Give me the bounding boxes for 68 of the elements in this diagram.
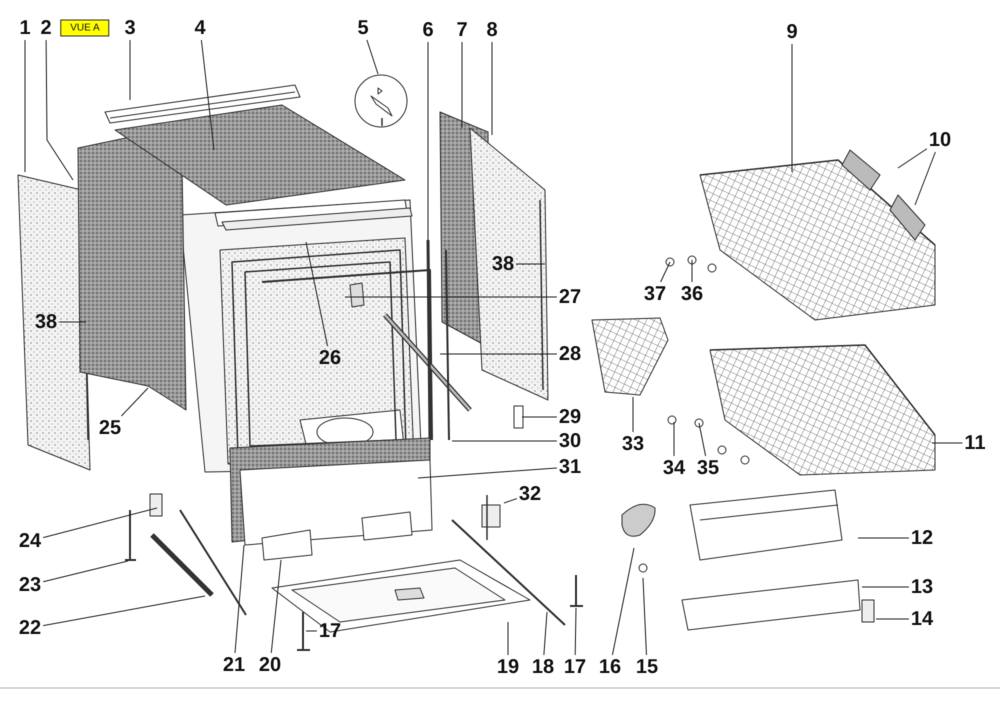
callout-number: 20: [258, 655, 282, 675]
leader-line: [876, 618, 910, 620]
leader-line: [24, 40, 26, 172]
callout-number: 2: [40, 18, 52, 38]
callout-number: 13: [910, 577, 934, 597]
callout-number: 18: [532, 657, 554, 677]
leader-line: [200, 40, 214, 150]
leader-line: [932, 442, 963, 444]
callout-number: 9: [786, 22, 798, 42]
callout-number: 29: [558, 407, 582, 427]
callout-number: 30: [558, 431, 582, 451]
leader-line: [574, 608, 576, 656]
leader-line: [632, 396, 634, 432]
leader-line: [42, 508, 158, 538]
callout-number: 15: [636, 657, 658, 677]
leader-line: [543, 612, 548, 656]
callout-number: 38: [492, 254, 514, 274]
leader-line: [660, 262, 670, 282]
leader-line: [42, 596, 206, 626]
leader-line: [344, 296, 558, 298]
callout-number: 38: [34, 312, 58, 332]
leader-line: [612, 548, 634, 656]
callout-number: 33: [622, 434, 644, 454]
callout-number: 8: [486, 20, 498, 40]
callout-number: 4: [194, 18, 206, 38]
callout-number: 21: [222, 655, 246, 675]
leader-line: [642, 578, 647, 656]
callout-number: 35: [696, 458, 720, 478]
callout-number: 31: [558, 457, 582, 477]
callout-number: 36: [680, 284, 704, 304]
callout-number: 3: [124, 18, 136, 38]
callout-number: 7: [456, 20, 468, 40]
callout-number: 1: [19, 18, 31, 38]
callout-number: 16: [598, 657, 622, 677]
callout-number: 6: [422, 20, 434, 40]
leader-line: [270, 560, 282, 654]
leader-line: [306, 630, 318, 632]
callout-number: 32: [518, 484, 542, 504]
callout-number: 14: [910, 609, 934, 629]
leader-line: [46, 40, 74, 180]
leader-line: [914, 152, 936, 206]
leader-line: [504, 498, 518, 504]
leader-line: [862, 586, 910, 588]
callout-number: 10: [928, 130, 952, 150]
leader-line: [522, 416, 558, 418]
callout-number: 19: [496, 657, 520, 677]
view-tag: VUE A: [60, 20, 110, 36]
callout-number: 11: [964, 433, 986, 453]
callout-number: 25: [98, 418, 122, 438]
callout-number: 23: [18, 575, 42, 595]
callout-number: 34: [662, 458, 686, 478]
leader-line: [366, 40, 378, 74]
leader-line: [698, 422, 706, 456]
callout-number: 28: [558, 344, 582, 364]
leader-line: [120, 388, 148, 416]
leader-line: [234, 544, 244, 654]
callout-number: 24: [18, 531, 42, 551]
callout-number: 12: [910, 528, 934, 548]
callout-number: 17: [564, 657, 586, 677]
leader-line: [452, 440, 558, 442]
callout-number: 22: [18, 618, 42, 638]
leader-line: [42, 560, 128, 582]
leader-line: [418, 467, 558, 478]
callout-number: 37: [644, 284, 666, 304]
callout-number: 27: [558, 287, 582, 307]
callout-number: 5: [357, 18, 369, 38]
callout-number: 26: [318, 348, 342, 368]
leader-line: [898, 148, 928, 168]
